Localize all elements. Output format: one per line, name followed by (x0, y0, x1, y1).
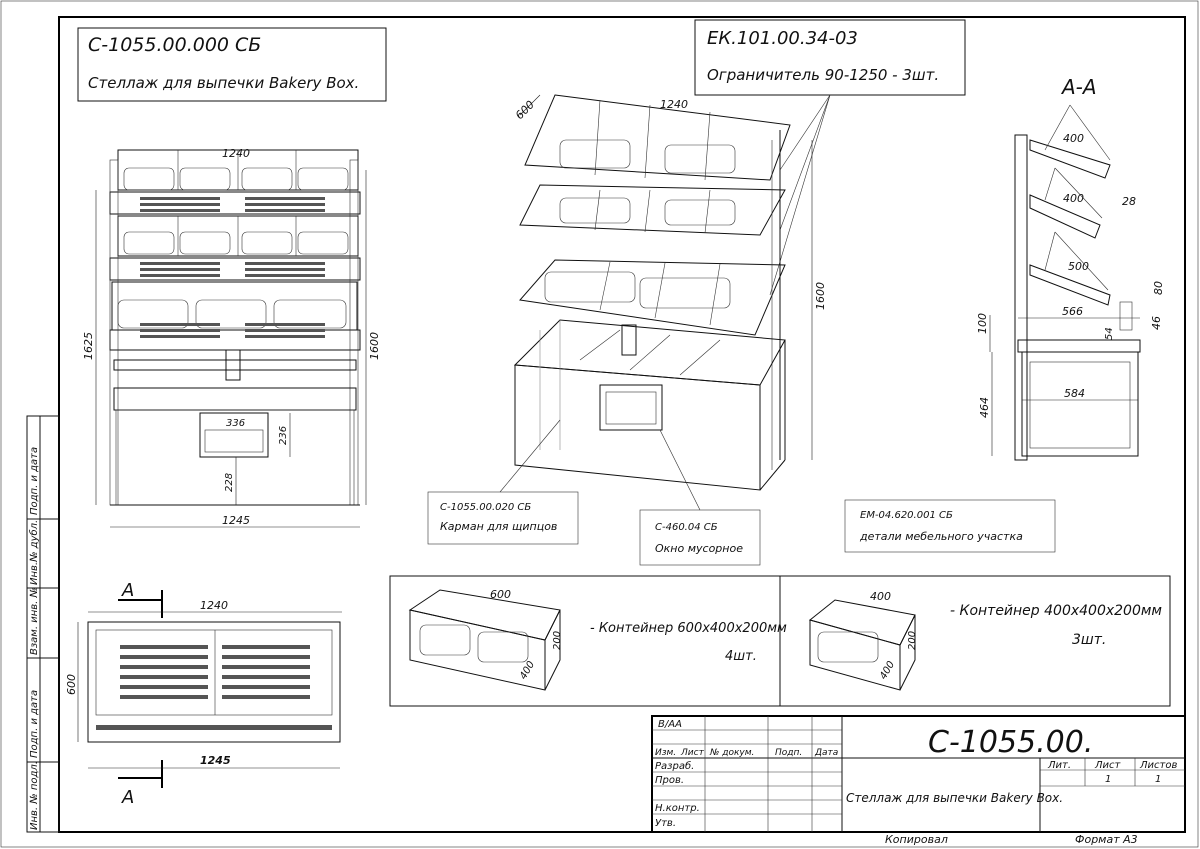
tb-copied: Копировал (885, 833, 948, 846)
limiter-code: ЕК.101.00.34-03 (707, 28, 858, 49)
plan-width-top: 1240 (200, 599, 228, 612)
tb-ref: В/АА (658, 719, 682, 730)
section-view: А-А 400 400 28 500 80 566 100 54 46 584 … (976, 75, 1165, 461)
title-box: С-1055.00.000 СБ Стеллаж для выпечки Bak… (77, 27, 387, 102)
front-height-side: 1600 (368, 332, 381, 360)
section-shelf3: 500 (1068, 260, 1089, 273)
tb-h-data: Дата (814, 748, 838, 758)
callouts: С-1055.00.020 СБ Карман для щипцов С-460… (427, 419, 1056, 566)
small-dim-w: 400 (870, 590, 891, 603)
tb-designation: С-1055.00. (928, 725, 1093, 760)
section-gap: 54 (1104, 327, 1115, 340)
front-height-total: 1625 (82, 332, 95, 360)
tb-sheets-no: 1 (1155, 774, 1161, 785)
plan-view: А А 1240 600 1245 (65, 580, 342, 808)
section-shelf2: 400 (1063, 192, 1084, 205)
title-block: В/АА Изм. Лист № докум. Подп. Дата Разра… (651, 715, 1186, 846)
large-dim-h: 200 (552, 631, 563, 650)
tb-h-list: Лист (680, 748, 705, 758)
stamp-vzam-inv: Взам. инв. № (29, 587, 40, 655)
tb-h-izm: Изм. (655, 748, 676, 758)
containers-panel: 600 200 400 - Контейнер 600х400х200мм 4ш… (389, 575, 1171, 707)
stamp-podp-data-2: Подп. и дата (29, 690, 40, 758)
tb-format: Формат А3 (1075, 833, 1138, 846)
limiter-name: Ограничитель 90-1250 - 3шт. (707, 66, 939, 84)
large-dim-d: 400 (518, 659, 537, 681)
section-left-h: 100 (976, 313, 989, 334)
section-shelf2-h: 28 (1122, 195, 1136, 208)
section-shelf1: 400 (1063, 132, 1084, 145)
tb-nkontr: Н.контр. (655, 803, 700, 814)
tb-utv: Утв. (655, 818, 676, 829)
callout-pocket-code: С-1055.00.020 СБ (440, 502, 531, 513)
stamp-podp-data-1: Подп. и дата (29, 447, 40, 515)
pocket-width: 336 (226, 418, 245, 429)
title-name: Стеллаж для выпечки Bakery Box. (88, 74, 359, 92)
plan-depth: 600 (65, 674, 78, 695)
iso-width: 1240 (660, 98, 688, 111)
callout-pocket-name: Карман для щипцов (440, 520, 557, 533)
callout-em-name: детали мебельного участка (859, 530, 1023, 543)
section-right-h: 46 (1150, 316, 1163, 330)
small-container-qty: 3шт. (1072, 632, 1106, 648)
section-top-w: 566 (1062, 305, 1083, 318)
tb-name: Стеллаж для выпечки Bakery Box. (846, 791, 1063, 805)
large-container-text: - Контейнер 600х400х200мм (590, 621, 787, 636)
stamp-inv-dubl: Инв.№ дубл. (28, 520, 40, 585)
iso-height: 1600 (814, 282, 827, 310)
tb-h-ndoc: № докум. (709, 748, 754, 758)
cut-mark-top: А (121, 580, 134, 601)
tb-sheet: Лист (1094, 760, 1122, 771)
tb-sheet-no: 1 (1105, 774, 1111, 785)
front-view: 1240 1625 1600 1245 336 236 228 (82, 147, 381, 528)
section-base-h: 464 (978, 397, 991, 418)
plan-width-bottom: 1245 (200, 754, 231, 767)
large-container-qty: 4шт. (725, 649, 757, 664)
pocket-elevation: 228 (224, 473, 235, 492)
tb-h-podp: Подп. (775, 748, 802, 758)
tb-lit: Лит. (1047, 760, 1071, 771)
callout-window-name: Окно мусорное (655, 542, 743, 555)
tb-prov: Пров. (655, 775, 684, 786)
front-width-top: 1240 (222, 147, 250, 160)
small-dim-d: 400 (878, 659, 897, 681)
section-label: А-А (1060, 75, 1097, 99)
tb-sheets: Листов (1139, 760, 1177, 771)
iso-view: 1240 600 1600 (513, 94, 827, 491)
small-dim-h: 200 (907, 631, 918, 650)
small-container-text: - Контейнер 400х400х200мм (950, 603, 1162, 619)
side-stamp-strip: Подп. и дата Инв.№ дубл. Взам. инв. № По… (26, 415, 60, 833)
limiter-box: ЕК.101.00.34-03 Ограничитель 90-1250 - 3… (694, 19, 966, 296)
front-width-bottom: 1245 (222, 514, 250, 527)
callout-em-code: ЕМ-04.620.001 СБ (860, 510, 953, 521)
callout-window-code: С-460.04 СБ (655, 522, 718, 533)
section-base-w: 584 (1064, 387, 1085, 400)
stamp-inv-podl: Инв. № подл. (29, 761, 40, 830)
title-code: С-1055.00.000 СБ (88, 34, 261, 56)
section-shelf3-h: 80 (1152, 281, 1165, 295)
tb-razrab: Разраб. (655, 760, 694, 772)
cut-mark-bottom: А (121, 787, 134, 808)
pocket-height: 236 (278, 426, 289, 445)
large-dim-w: 600 (490, 588, 511, 601)
